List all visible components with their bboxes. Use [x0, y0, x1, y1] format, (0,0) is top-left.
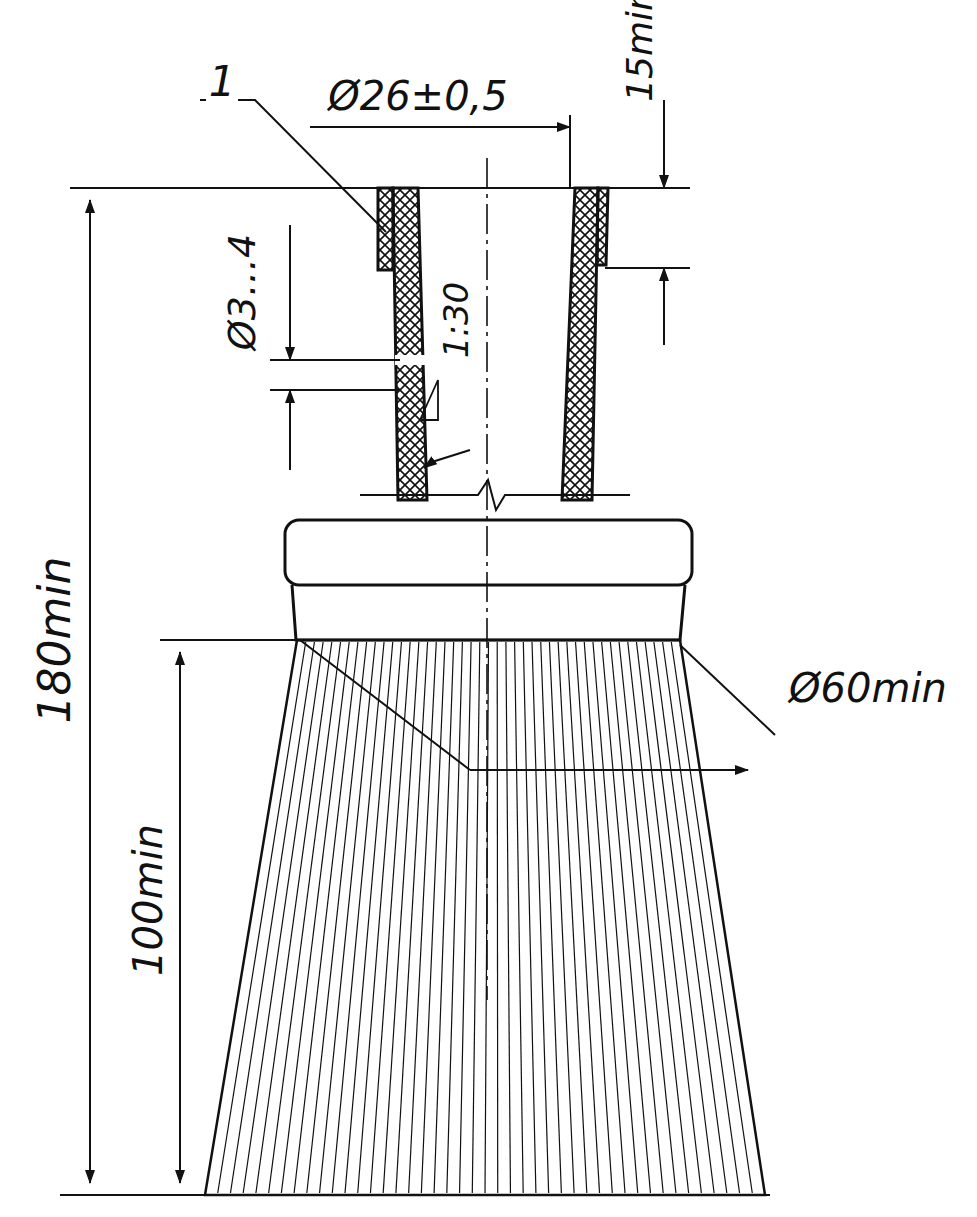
- hole-dimension: Ø3…4: [222, 231, 262, 353]
- callout-number: 1: [206, 60, 239, 104]
- overall-length: 180min: [32, 554, 78, 727]
- diameter-dimension: Ø26±0,5: [325, 75, 511, 117]
- bristle-length: 100min: [127, 821, 169, 979]
- taper-ratio: 1:30: [438, 279, 474, 361]
- length-dimension: 15min: [621, 0, 659, 105]
- bristle-diameter: Ø60min: [786, 667, 950, 709]
